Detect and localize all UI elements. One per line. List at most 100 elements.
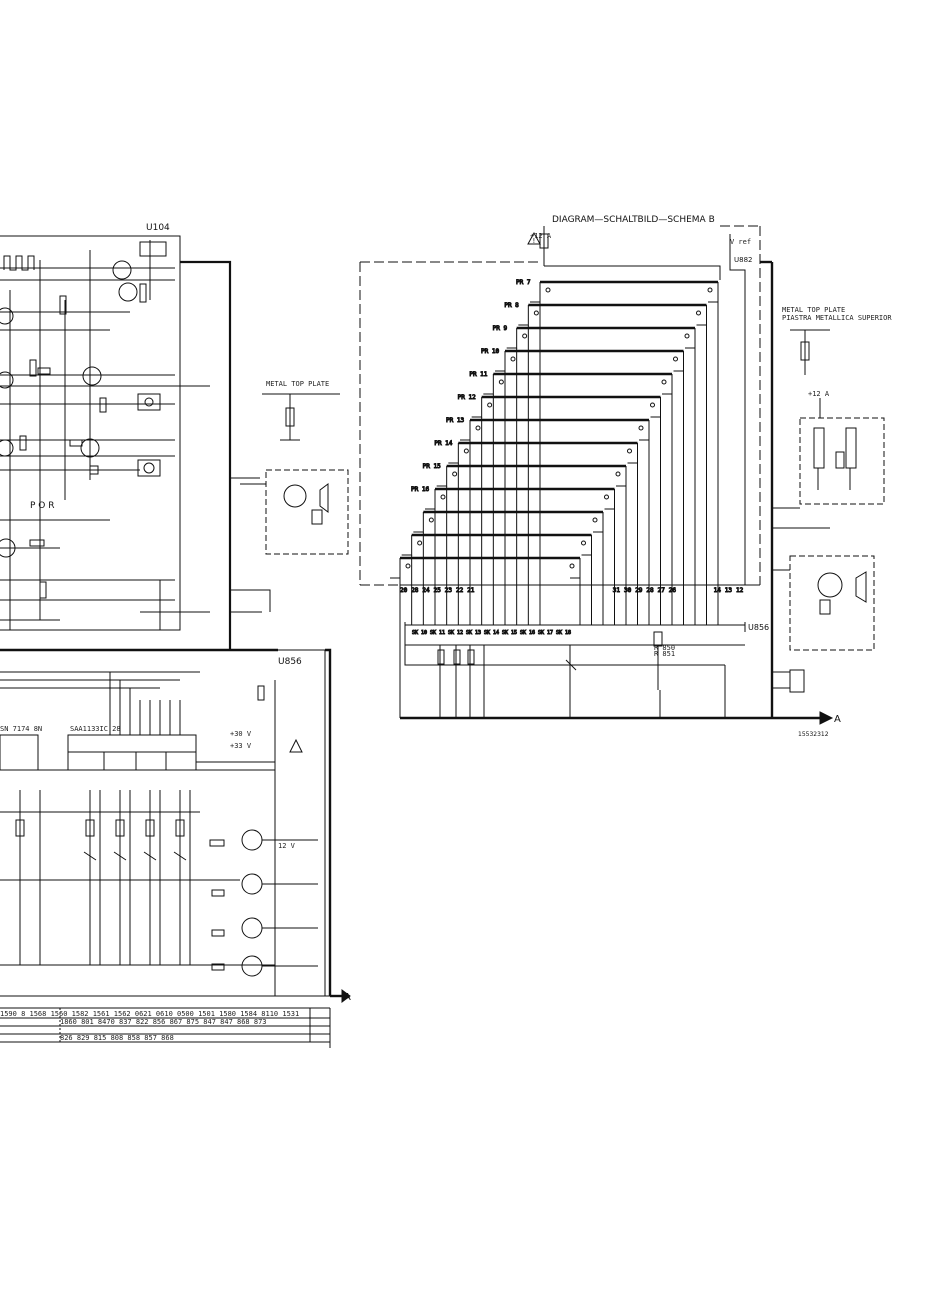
- connector-pin-label: 23: [445, 587, 453, 594]
- switch-contact: [696, 310, 701, 316]
- u856-right-title: U856: [748, 623, 769, 632]
- switch-contact: [522, 333, 528, 339]
- switch-contact: [533, 310, 539, 316]
- keypad-step: [390, 558, 401, 579]
- switch-contact: [638, 425, 644, 431]
- diagram-title: DIAGRAM—SCHALTBILD—SCHEMA B: [552, 215, 715, 225]
- keypad-step: [413, 512, 424, 533]
- u856-left-panel: [0, 648, 332, 997]
- u104-panel: [0, 235, 278, 652]
- switch-contact: [405, 563, 411, 569]
- label-12a: +12 A: [530, 232, 552, 240]
- connector-a-right: A: [834, 714, 841, 725]
- switch-contact: [684, 333, 690, 339]
- connector-a-left: A: [344, 992, 351, 1003]
- switch-contact: [440, 494, 446, 500]
- keypad-row-label: PR 15: [423, 463, 441, 470]
- switch-label: SK 10: [412, 630, 427, 636]
- switch-contact: [510, 356, 516, 362]
- label-metal-top-plate-left: METAL TOP PLATE: [266, 380, 329, 388]
- switch-label: SK 12: [448, 630, 463, 636]
- switch-contact: [581, 540, 586, 546]
- por-label: P O R: [30, 501, 55, 511]
- connector-pin-label: 28: [411, 587, 419, 594]
- u856-right-connector: [404, 622, 746, 690]
- label-vref: V ref: [730, 238, 751, 246]
- svg-text:!: !: [533, 237, 536, 245]
- connector-pin-label: 13: [725, 587, 733, 594]
- keypad-row-label: PR 8: [504, 302, 519, 309]
- bottom-parts-table: [0, 1007, 331, 1048]
- connector-pin-label: 14: [714, 587, 722, 594]
- switch-label: SK 13: [466, 630, 481, 636]
- switch-contact: [707, 287, 713, 293]
- switch-label: SK 11: [430, 630, 445, 636]
- connector-pin-label: 26: [669, 587, 677, 594]
- connector-pin-label: 22: [456, 587, 464, 594]
- switch-contact: [545, 287, 551, 293]
- u104-title: U104: [146, 223, 170, 233]
- keypad-row-label: PR 14: [434, 440, 452, 447]
- switch-contact: [463, 448, 469, 454]
- keypad-row-label: PR 13: [446, 417, 464, 424]
- keypad-row-label: PR 11: [469, 371, 487, 378]
- u882-block: [772, 398, 885, 529]
- switch-contact: [417, 540, 423, 546]
- table-row-1: 1590 8 1568 1560 1582 1561 1562 0621 061…: [0, 1010, 299, 1018]
- switch-contact: [487, 402, 493, 408]
- label-30v: +30 V: [230, 730, 252, 738]
- connector-pin-label: 20: [400, 587, 408, 594]
- part-code: 15532312: [798, 731, 829, 738]
- switch-label: SK 17: [538, 630, 553, 636]
- right-ic-1-label: R 850: [654, 644, 675, 652]
- connector-pin-label: 29: [635, 587, 643, 594]
- switch-contact: [475, 425, 481, 431]
- u856-left-title: U856: [278, 657, 302, 667]
- keypad-row-label: PR 10: [481, 348, 499, 355]
- keypad-row-label: PR 12: [458, 394, 476, 401]
- metal-plate-block-right: [790, 329, 830, 375]
- switch-label: SK 15: [502, 630, 517, 636]
- switch-contact: [615, 471, 621, 477]
- switch-contact: [627, 448, 632, 454]
- switch-label: SK 14: [484, 630, 499, 636]
- switch-contact: [650, 402, 655, 408]
- connector-pin-label: 12: [736, 587, 744, 594]
- switch-contact: [569, 563, 575, 569]
- u882-title: U882: [734, 256, 752, 264]
- label-12v: 12 V: [278, 842, 296, 850]
- label-12a-right: +12 A: [808, 390, 830, 398]
- left-ic-2-label: SN 7174 8N: [0, 725, 42, 733]
- right-ic-2-label: R 851: [654, 650, 675, 658]
- connector-pin-label: 30: [624, 587, 632, 594]
- speaker-block-right: [772, 555, 875, 693]
- connector-pin-label: 25: [434, 587, 442, 594]
- table-row-2: 1860 801 8470 837 822 856 867 875 847 84…: [60, 1018, 267, 1026]
- connector-pin-label: 24: [422, 587, 430, 594]
- connector-pin-label: 21: [467, 587, 475, 594]
- keypad-step: [518, 305, 529, 326]
- switch-contact: [592, 517, 598, 523]
- left-ic-1-label: SAA1133IC 28: [70, 725, 121, 733]
- switch-contact: [661, 379, 667, 385]
- label-33v: +33 V: [230, 742, 252, 750]
- bus-downlines: [399, 260, 820, 720]
- switch-contact: [673, 356, 678, 362]
- switch-contact: [428, 517, 434, 523]
- label-metal-top-plate-right: METAL TOP PLATE: [782, 306, 845, 314]
- diagram-b: [359, 225, 761, 586]
- keypad-step: [530, 282, 541, 303]
- table-row-3: 826 829 815 808 858 857 868: [60, 1034, 174, 1042]
- keypad-row-label: PR 7: [516, 279, 531, 286]
- label-piastra: PIASTRA METALLICA SUPERIOR: [782, 314, 892, 322]
- switch-label: SK 18: [556, 630, 571, 636]
- speaker-block-left: [240, 469, 349, 555]
- keypad-row-label: PR 16: [411, 486, 429, 493]
- switch-contact: [604, 494, 609, 500]
- connector-pin-label: 31: [613, 587, 621, 594]
- warning-icon: !: [527, 231, 541, 245]
- keypad-step: [401, 535, 413, 556]
- keypad-step: [506, 328, 518, 349]
- connector-pin-label: 28: [646, 587, 654, 594]
